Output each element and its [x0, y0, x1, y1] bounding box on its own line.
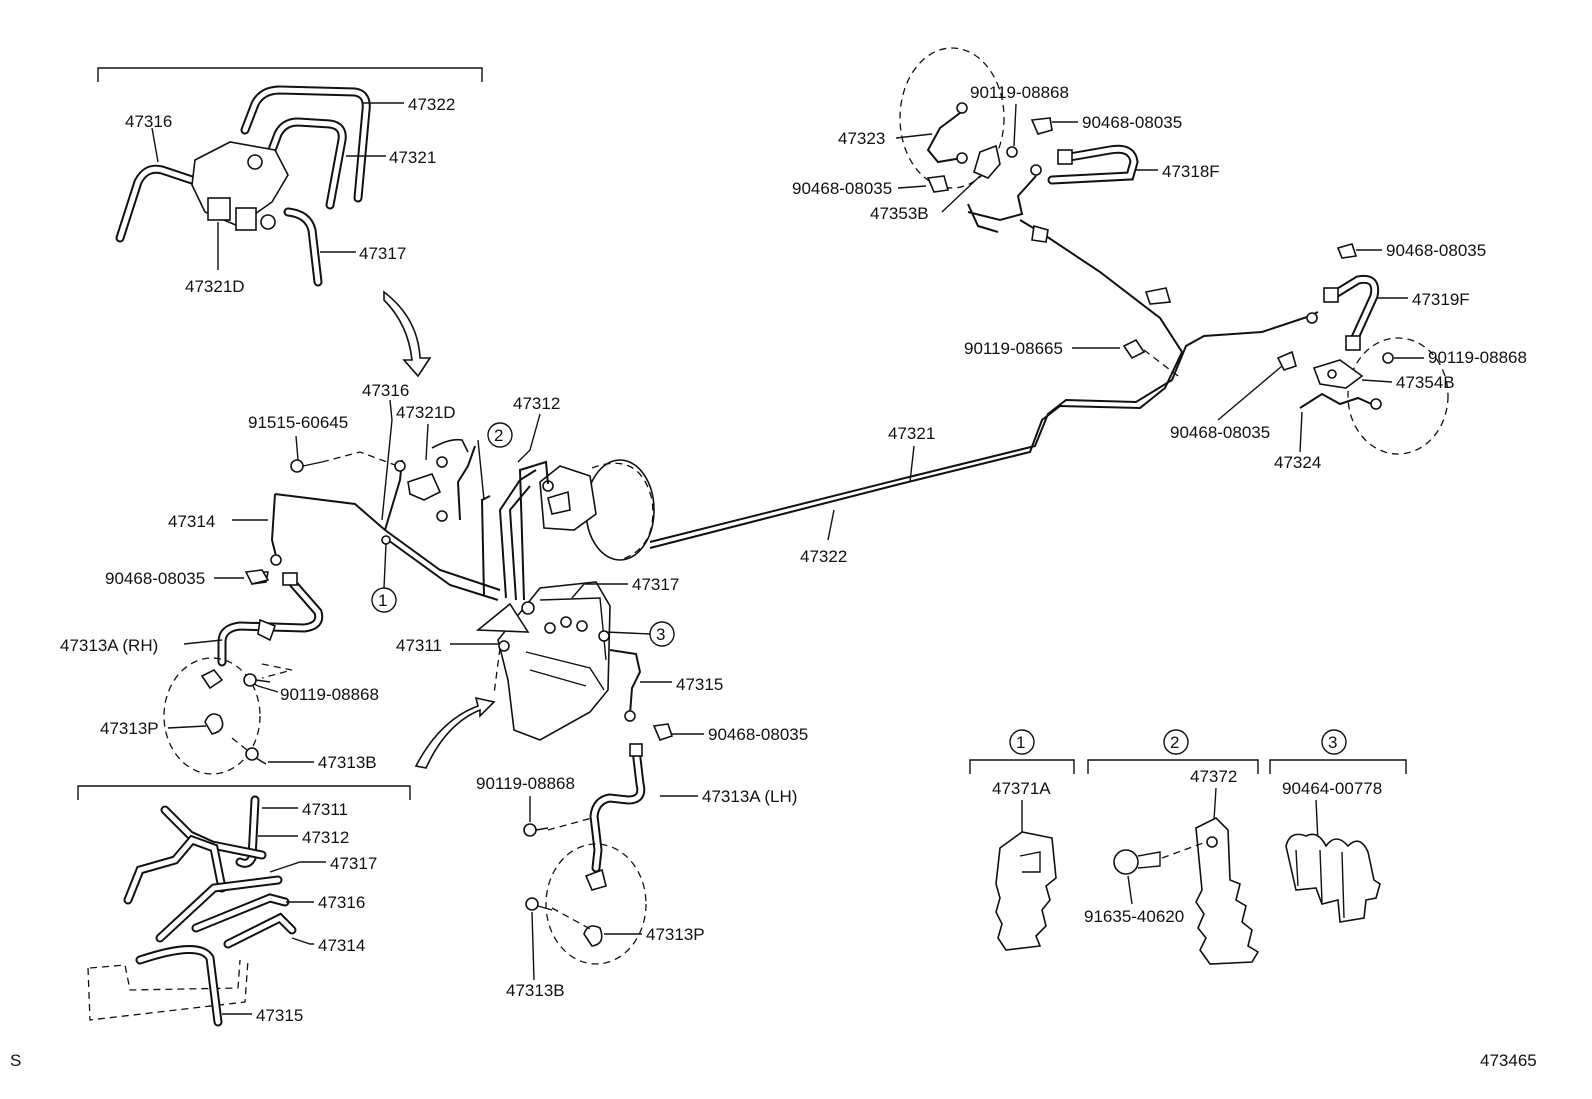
inset-bottom-left: 47311 47312 47317 47316 47314 47315	[77, 785, 411, 1027]
label-90119-08868-c: 90119-08868	[1428, 348, 1527, 367]
inset-top-left: 47316 47322 47321 47317 47321D	[97, 67, 483, 378]
clamp-47372	[1195, 817, 1260, 965]
leader-47317	[269, 861, 326, 873]
label-47354b: 47354B	[1396, 373, 1455, 392]
label-47316: 47316	[362, 381, 409, 400]
label-90119-08868: 90119-08868	[280, 685, 379, 704]
label-47317: 47317	[359, 244, 406, 263]
label-47317: 47317	[632, 575, 679, 594]
center-assembly: 2 47312 47321 47322 1 47317 47311 3 4731…	[371, 231, 1311, 769]
label-47312: 47312	[302, 828, 349, 847]
label-90468-08035-d: 90468-08035	[1170, 423, 1270, 442]
label-90468-08035-c: 90468-08035	[1386, 241, 1486, 260]
clamp-2-bolt: 91635-40620	[1084, 907, 1184, 926]
label-47313p: 47313P	[100, 719, 159, 738]
label-47321: 47321	[389, 148, 436, 167]
callout-3: 3	[656, 625, 665, 644]
footer-left-mark: S	[10, 1051, 21, 1070]
clamp-legend: 1 47371A 2 47372 91635-40620 3 90464-007…	[969, 729, 1407, 965]
label-47323: 47323	[838, 129, 885, 148]
pointer-arrow-down	[383, 290, 432, 378]
lh-hose-assembly: 90119-08868 47313A (LH) 47313P 47313B	[476, 743, 797, 1000]
leader-47314	[291, 937, 314, 945]
label-47314: 47314	[168, 512, 215, 531]
inset-bracket	[97, 67, 483, 82]
label-90119-08868: 90119-08868	[476, 774, 575, 793]
inset-tubes	[115, 85, 371, 287]
clamp-3-mark: 3	[1328, 733, 1337, 752]
rear-right-assembly: 90468-08035 47319F 90119-08665 90119-088…	[964, 241, 1527, 472]
label-47315: 47315	[256, 1006, 303, 1025]
label-47313b: 47313B	[506, 981, 565, 1000]
label-47313a-rh: 47313A (RH)	[60, 636, 158, 655]
callout-1: 1	[378, 591, 387, 610]
label-47314: 47314	[318, 936, 365, 955]
label-47313b: 47313B	[318, 753, 377, 772]
leader-47316	[151, 127, 159, 163]
clamp-90464-00778	[1285, 833, 1381, 923]
clamp-47371a	[995, 831, 1057, 951]
label-47316: 47316	[318, 893, 365, 912]
diagram-number: 473465	[1480, 1051, 1537, 1070]
pointer-arrow-up	[414, 696, 496, 769]
label-47313a-lh: 47313A (LH)	[702, 787, 797, 806]
label-47316: 47316	[125, 112, 172, 131]
label-47324: 47324	[1274, 453, 1321, 472]
detail-circle-lh	[545, 843, 647, 965]
label-47321d: 47321D	[185, 277, 245, 296]
label-47311: 47311	[396, 636, 442, 655]
label-47312: 47312	[513, 394, 560, 413]
detail-circle-rh	[163, 657, 261, 775]
label-47317: 47317	[330, 854, 377, 873]
clamp-2-part: 47372	[1190, 767, 1237, 786]
label-47322: 47322	[408, 95, 455, 114]
rear-top-assembly: 90119-08868 90468-08035 47323 47318F 904…	[792, 47, 1220, 305]
clamp-2-mark: 2	[1170, 733, 1179, 752]
label-47313p: 47313P	[646, 925, 705, 944]
clamp-1-mark: 1	[1016, 733, 1025, 752]
clamp-3-part: 90464-00778	[1282, 779, 1382, 798]
actuator-outline	[87, 959, 249, 1021]
clamp-1-part: 47371A	[992, 779, 1051, 798]
detail-circle-rear-left	[899, 47, 1005, 189]
label-47353b: 47353B	[870, 204, 929, 223]
label-47311: 47311	[302, 800, 348, 819]
label-90468-08035: 90468-08035	[105, 569, 205, 588]
label-90119-08665: 90119-08665	[964, 339, 1063, 358]
callout-2: 2	[494, 426, 503, 445]
label-91515-60645: 91515-60645	[248, 413, 348, 432]
label-90468-08035-a: 90468-08035	[1082, 113, 1182, 132]
label-47319f: 47319F	[1412, 290, 1470, 309]
detail-circle-rear-right	[1347, 337, 1449, 455]
abs-actuator	[497, 581, 611, 741]
label-47318f: 47318F	[1162, 162, 1220, 181]
label-47321: 47321	[888, 424, 935, 443]
front-left-assembly: 47316 47321D 91515-60645 47314 90468-080…	[60, 381, 501, 775]
label-47315: 47315	[676, 675, 723, 694]
label-90119-08868-a: 90119-08868	[970, 83, 1069, 102]
inset-tubes	[123, 795, 297, 1027]
label-90468-08035-b: 90468-08035	[792, 179, 892, 198]
label-47321d: 47321D	[396, 403, 456, 422]
label-90468-08035: 90468-08035	[708, 725, 808, 744]
inset-bracket	[77, 785, 411, 800]
label-47322: 47322	[800, 547, 847, 566]
line-47321-47322	[649, 231, 1184, 549]
